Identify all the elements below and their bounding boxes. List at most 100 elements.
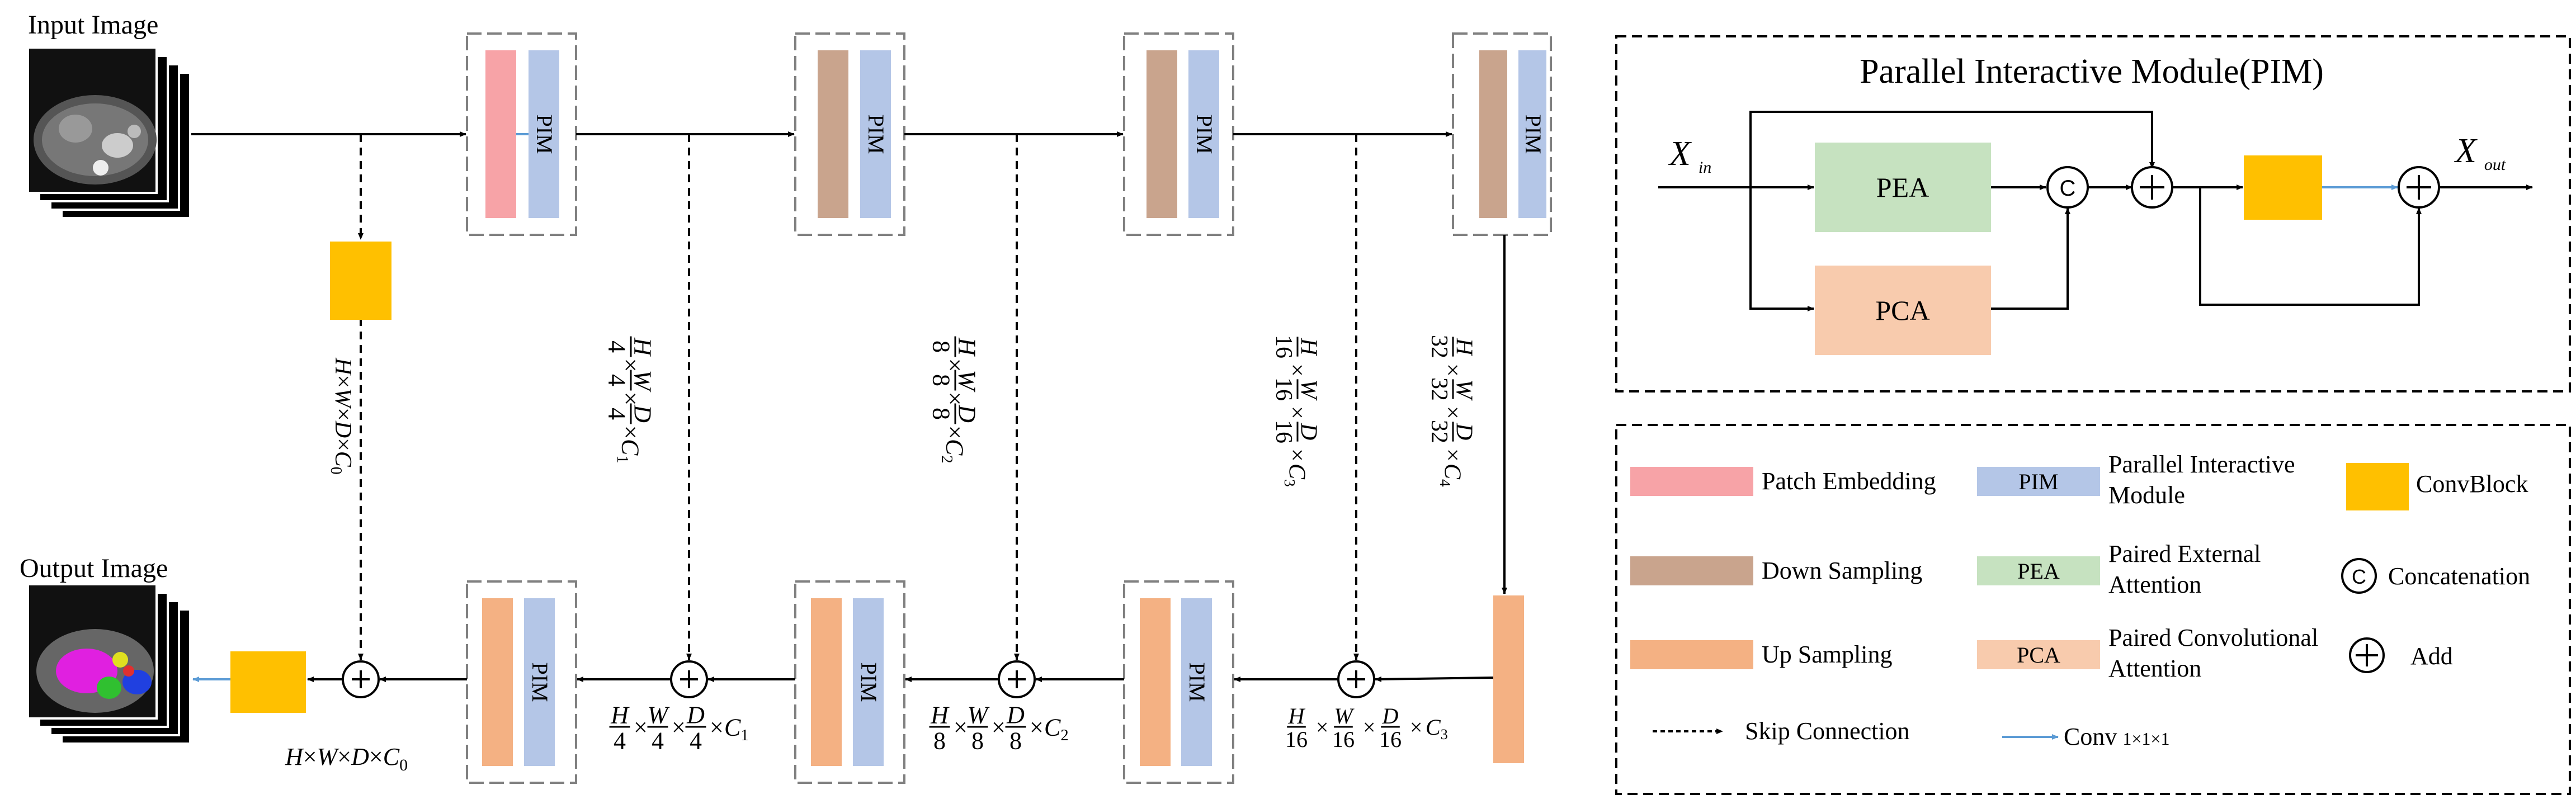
frac-denominator: 4 (652, 727, 664, 755)
pim-label-d3: PIM (1185, 662, 1210, 702)
encoder-block-1: PIM (466, 32, 577, 236)
pca-block (1815, 266, 1991, 355)
times-sign: × (992, 713, 1006, 741)
up-sampling-block-d2 (811, 598, 842, 766)
rotated-dim-d2: H8×W8×D8×C2 (927, 336, 981, 464)
pim-label-e3: PIM (1192, 114, 1217, 154)
decoder-block-2: PIM (794, 580, 905, 784)
times-sign: × (617, 358, 644, 372)
up-sampling-block-d1 (482, 598, 513, 766)
channel-term: C3 (1426, 715, 1448, 742)
dim-expression-d4: H32×W32×D32×C4 (1426, 335, 1476, 487)
rotated-dim-d3: H16×W16×D16×C3 (1271, 335, 1321, 487)
frac-numerator: H (954, 337, 981, 357)
channel-term: C4 (1437, 464, 1465, 487)
legend-add: Add (2410, 642, 2453, 670)
channel-term: C2 (938, 439, 969, 464)
legend-pea-line2: Attention (2108, 571, 2201, 598)
dim-expression-d1: H4×W4×D4×C1 (609, 701, 749, 755)
times-sign: × (1439, 363, 1465, 377)
legend-pca-abbr: PCA (2017, 642, 2060, 668)
times-sign: × (1410, 715, 1423, 740)
output-image-label: Output Image (20, 554, 168, 583)
legend-convblock: ConvBlock (2416, 470, 2528, 498)
dim-label-output-0: H×W×D×C0 (285, 743, 408, 774)
frac-denominator: 32 (1426, 377, 1452, 401)
times-sign: × (1284, 448, 1309, 462)
legend-swatch-pca (1977, 640, 2100, 669)
times-sign: × (941, 358, 969, 372)
frac-numerator: W (1295, 380, 1321, 401)
times-sign: × (941, 392, 969, 406)
skip-connections (358, 134, 1359, 660)
dim-expression-d2: H8×W8×D8×C2 (927, 336, 981, 464)
channel-term: C1 (614, 439, 644, 464)
dim-expression-d2: H8×W8×D8×C2 (929, 701, 1069, 755)
frac-numerator: W (1451, 380, 1476, 401)
encoder-block-3: PIM (1123, 32, 1234, 236)
pim-module-title: Parallel Interactive Module(PIM) (1860, 53, 2324, 91)
frac-denominator: 16 (1285, 727, 1308, 752)
pea-label: PEA (1876, 172, 1929, 203)
frac-denominator: 32 (1426, 335, 1452, 358)
pim-block-d1 (524, 598, 555, 766)
frac-numerator: H (1288, 703, 1306, 729)
legend-swatch-down-sampling (1630, 556, 1753, 585)
times-sign: × (1030, 713, 1044, 741)
down-sampling-block-e4 (1479, 50, 1507, 218)
channel-term: C1 (724, 713, 749, 744)
pim-block-e1 (529, 50, 559, 218)
frac-denominator: 8 (933, 727, 946, 755)
pim-block-d2 (853, 598, 884, 766)
times-sign: × (710, 713, 724, 741)
encoder-block-2: PIM (794, 32, 905, 236)
times-sign: × (672, 713, 686, 741)
frac-numerator: D (1006, 701, 1025, 729)
legend-skip-connection: Skip Connection (1745, 717, 1910, 745)
dim-expression-d3: H16×W16×D16×C3 (1271, 335, 1321, 487)
frac-numerator: D (1451, 423, 1476, 440)
frac-numerator: W (968, 701, 990, 729)
pim-concat-node (2046, 166, 2089, 209)
times-sign: × (1284, 363, 1309, 377)
legend-pim-abbr: PIM (2018, 469, 2058, 494)
legend-concatenation: Concatenation (2388, 562, 2530, 590)
legend-swatch-convblock (2346, 463, 2409, 510)
frac-denominator: 16 (1332, 727, 1355, 752)
dim-expression-d1: H4×W4×D4×C1 (603, 336, 657, 464)
frac-denominator: 8 (927, 374, 955, 386)
times-sign: × (1284, 406, 1309, 419)
pim-convblock (2244, 155, 2322, 220)
legend-pca-line1: Paired Convolutional (2108, 624, 2318, 651)
pim-block-e2 (860, 50, 891, 218)
pea-block (1815, 143, 1991, 232)
pim-label-e2: PIM (864, 114, 889, 154)
legend-pea-line1: Paired External (2108, 540, 2261, 567)
times-sign: × (954, 713, 968, 741)
pim-add-icon-1 (2140, 175, 2164, 200)
frac-denominator: 16 (1271, 377, 1296, 401)
frac-denominator: 16 (1379, 727, 1402, 752)
frac-numerator: D (1382, 703, 1399, 729)
frac-denominator: 4 (614, 727, 626, 755)
frac-numerator: D (954, 404, 981, 423)
dim-expression-d3: H16×W16×D16×C3 (1285, 703, 1448, 752)
decoder-block-3: PIM (1123, 580, 1234, 784)
decoder-block-1: PIM (466, 580, 577, 784)
legend-pea-abbr: PEA (2017, 559, 2060, 584)
times-sign: × (941, 425, 969, 439)
frac-numerator: D (1295, 423, 1321, 440)
times-sign: × (617, 425, 644, 439)
times-sign: × (1439, 406, 1465, 419)
frac-denominator: 4 (603, 374, 630, 386)
frac-numerator: W (954, 370, 981, 392)
legend-concat-symbol: C (2352, 565, 2366, 588)
pim-block-e3 (1188, 50, 1219, 218)
pca-label: PCA (1875, 295, 1929, 326)
up-sampling-block-d3 (1140, 598, 1171, 766)
dim-label-skip-0: H×W×D×C0 (327, 357, 356, 475)
pim-block-e4 (1518, 50, 1546, 218)
frac-numerator: W (648, 701, 670, 729)
